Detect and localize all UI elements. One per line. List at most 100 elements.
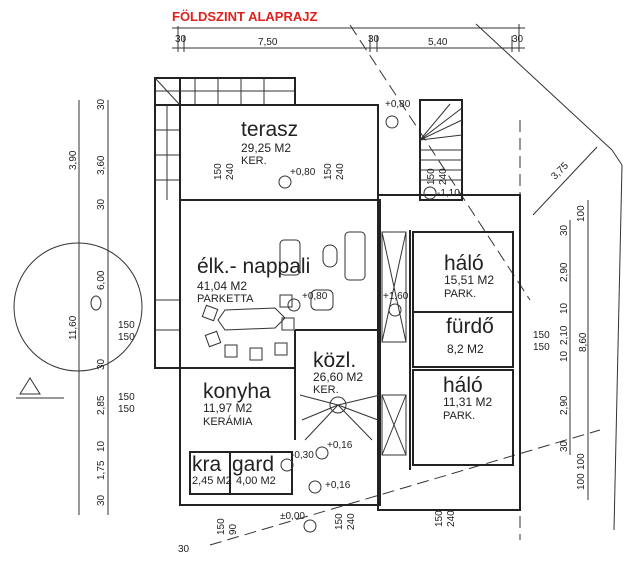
dim-label: 2,85: [96, 395, 107, 415]
room-material: KER.: [241, 155, 267, 167]
dim-label: 3,90: [68, 150, 79, 170]
dim-label: 10: [559, 350, 570, 362]
right-dimensions: 30 2,90 10 2,10 10 2,90 30 100 8,60 100 …: [559, 200, 589, 500]
dim-label: 5,40: [428, 37, 448, 48]
room-halo-1: háló 15,51 M2 PARK.: [444, 252, 494, 300]
dim-label: 30: [96, 358, 107, 370]
sill-label: 240: [225, 163, 236, 180]
dim-label: 2,90: [559, 262, 570, 282]
room-area: 15,51 M2: [444, 273, 494, 287]
dim-label: 6,00: [96, 270, 107, 290]
room-material: KERÁMIA: [203, 415, 253, 428]
room-name: háló: [444, 252, 484, 275]
sill-label: 150: [213, 163, 224, 180]
dim-label: 30: [512, 34, 524, 45]
dim-label: 100: [576, 473, 587, 490]
house-walls: [179, 194, 521, 511]
room-name: háló: [443, 374, 483, 397]
sill-labels: 150 240 150 240 150 240 150 90 150 240 1…: [213, 163, 457, 535]
north-marker: [16, 377, 64, 399]
plan-title: FÖLDSZINT ALAPRAJZ: [172, 9, 317, 24]
dim-label: 3,60: [96, 155, 107, 175]
sill-label: 150: [216, 518, 227, 535]
room-nappali: élk.- nappali 41,04 M2 PARKETTA: [197, 255, 310, 305]
level-label: -0,30: [291, 450, 314, 461]
dim-label: 7,50: [258, 37, 278, 48]
diag-dim-label: 3,75: [549, 160, 571, 182]
sill-label: 90: [228, 523, 239, 535]
dim-label: 30: [559, 224, 570, 236]
window-label: 150: [118, 320, 135, 331]
tree-symbol: [13, 242, 143, 372]
dim-label: 10: [559, 302, 570, 314]
level-markers: +0,80 +0,80 -1,10 +0,80 +1,60 +0,16 -0,3…: [278, 99, 460, 533]
room-material: PARK.: [443, 410, 475, 422]
sill-label: 150: [323, 163, 334, 180]
room-terasz: terasz 29,25 M2 KER.: [241, 118, 298, 167]
level-label: +0,80: [290, 167, 316, 178]
sill-label: 240: [446, 510, 457, 527]
dim-label: 10: [96, 440, 107, 452]
dim-label: 2,10: [559, 325, 570, 345]
room-name: gard: [232, 453, 274, 476]
sill-label: 150: [426, 168, 437, 185]
room-area: 11,31 M2: [443, 395, 492, 409]
level-label: +0,80: [385, 99, 411, 110]
dim-label: 30: [96, 98, 107, 110]
sill-label: 240: [438, 168, 449, 185]
level-label: +1,60: [383, 291, 409, 302]
room-area: 41,04 M2: [197, 279, 247, 293]
left-dimensions: 3,90 11,60 30 3,60 30 6,00 30 2,85 10 1,…: [68, 98, 109, 515]
room-area: 4,00 M2: [236, 475, 276, 487]
staircase: [299, 99, 463, 441]
level-label: +0,80: [302, 291, 328, 302]
dim-label: 2,90: [559, 395, 570, 415]
dim-label: 30: [368, 34, 380, 45]
dining-table: [201, 231, 366, 361]
sill-label: 240: [346, 513, 357, 530]
level-label: +0,16: [325, 480, 351, 491]
window-label: 150: [118, 392, 135, 403]
window-label: 150: [533, 330, 550, 341]
level-label: -1,10: [437, 188, 460, 199]
window-labels: 150 150 150 150 150 150: [118, 320, 550, 415]
room-area: 26,60 M2: [313, 370, 363, 384]
dim-label: 8,60: [578, 332, 589, 352]
window-label: 150: [533, 342, 550, 353]
bottom-dim-label: 30: [178, 544, 190, 555]
window-label: 150: [118, 332, 135, 343]
room-name: fürdő: [446, 315, 494, 338]
room-kra: kra 2,45 M2: [192, 453, 232, 487]
level-label: ±0,00: [280, 511, 305, 522]
top-dimensions: 30 7,50 30 5,40 30: [172, 24, 525, 52]
room-area: 29,25 M2: [241, 141, 291, 155]
room-gard: gard 4,00 M2: [232, 453, 276, 487]
sill-label: 150: [434, 510, 445, 527]
dim-label: 30: [559, 440, 570, 452]
dim-label: 1,75: [96, 460, 107, 480]
dim-label: 100: [576, 205, 587, 222]
room-material: PARK.: [444, 288, 476, 300]
room-kozl: közl. 26,60 M2 KER.: [313, 349, 363, 396]
dim-label: 30: [96, 494, 107, 506]
sill-label: 240: [335, 163, 346, 180]
room-area: 11,97 M2: [203, 401, 252, 415]
room-area: 8,2 M2: [447, 342, 484, 356]
room-name: terasz: [241, 118, 298, 141]
dim-label: 100: [576, 453, 587, 470]
dim-label: 11,60: [68, 315, 79, 340]
room-name: élk.- nappali: [197, 255, 310, 278]
room-name: közl.: [313, 349, 356, 372]
room-area: 2,45 M2: [192, 475, 232, 487]
window-label: 150: [118, 404, 135, 415]
room-name: kra: [192, 453, 221, 476]
room-name: konyha: [203, 380, 271, 403]
dim-label: 30: [96, 198, 107, 210]
room-material: KER.: [313, 384, 339, 396]
room-konyha: konyha 11,97 M2 KERÁMIA: [203, 380, 271, 428]
room-halo-2: háló 11,31 M2 PARK.: [443, 374, 492, 422]
sill-label: 150: [334, 513, 345, 530]
room-furdo: fürdő 8,2 M2: [446, 315, 494, 356]
level-label: +0,16: [327, 440, 353, 451]
